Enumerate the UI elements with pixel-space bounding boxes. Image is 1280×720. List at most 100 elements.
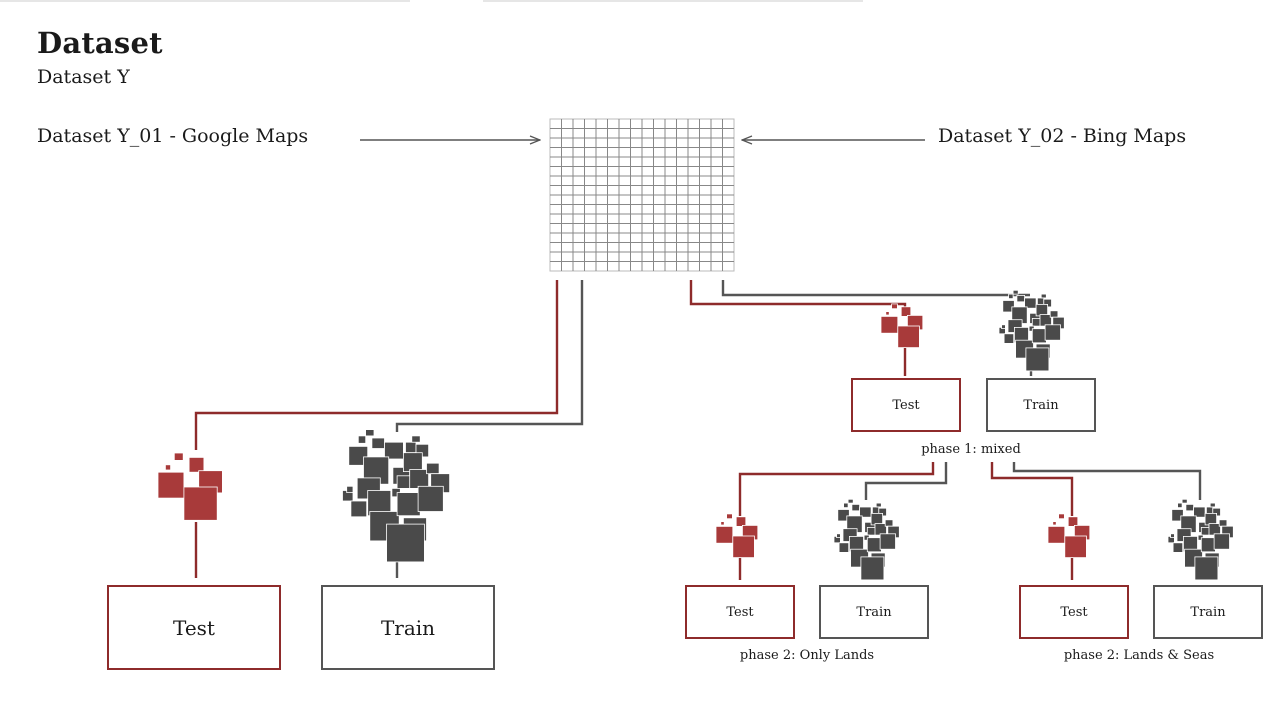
train-icon-square — [1024, 297, 1037, 309]
page-title: Dataset — [37, 26, 163, 60]
test-icon-square — [1064, 535, 1087, 559]
train-icon-square — [859, 506, 872, 518]
train-icon-square — [1025, 347, 1050, 372]
train-icon-square — [1213, 533, 1230, 550]
test-samples-icon — [715, 513, 759, 559]
test-icon-square — [1047, 526, 1066, 544]
left-test-box[interactable]: Test — [107, 585, 281, 670]
test-icon-square — [885, 311, 890, 316]
lands-caption: phase 2: Only Lands — [739, 648, 875, 663]
lands-train-box[interactable]: Train — [819, 585, 929, 639]
test-icon-square — [897, 325, 920, 349]
lands-test-label: Test — [726, 604, 754, 620]
connector-lands-test — [738, 462, 935, 516]
train-icon-square — [1177, 502, 1183, 509]
train-icon-square — [1040, 293, 1047, 299]
train-icon-square — [1031, 328, 1047, 344]
seas-train-box[interactable]: Train — [1153, 585, 1263, 639]
train-icon-square — [417, 485, 444, 512]
test-icon-square — [188, 456, 205, 473]
train-icon-square — [870, 513, 883, 526]
train-icon-square — [1008, 293, 1014, 300]
train-icon-square — [348, 445, 369, 466]
test-samples-icon — [1047, 513, 1091, 559]
train-icon-square — [357, 435, 367, 444]
train-icon-square — [1001, 324, 1006, 329]
connector-seas-test — [990, 462, 1074, 516]
test-icon-square — [900, 306, 912, 317]
train-icon-square — [396, 492, 421, 517]
train-icon-square — [860, 556, 885, 581]
phase1-train-box[interactable]: Train — [986, 378, 1096, 432]
train-icon-square — [411, 435, 421, 443]
train-icon-square — [874, 523, 887, 536]
test-samples-icon — [157, 452, 223, 521]
connector-lands-train — [864, 462, 948, 500]
train-icon-square — [866, 537, 882, 553]
train-icon-square — [1181, 498, 1188, 504]
train-icon-square — [1200, 537, 1216, 553]
train-icon-square — [405, 441, 417, 454]
test-icon-square — [880, 315, 899, 334]
train-icon-square — [1208, 523, 1221, 536]
phase1-caption: phase 1: mixed — [921, 442, 1021, 457]
train-icon-square — [836, 533, 841, 538]
train-icon-square — [1012, 289, 1019, 295]
train-icon-square — [1035, 303, 1048, 317]
train-icon-square — [1204, 513, 1217, 526]
seas-train-label: Train — [1190, 604, 1226, 620]
train-icon-square — [843, 502, 849, 509]
train-icon-square — [384, 441, 404, 460]
train-icon-square — [1002, 300, 1015, 313]
test-icon-square — [173, 452, 184, 461]
top-edge-strip — [0, 0, 1280, 3]
test-icon-square — [1058, 513, 1065, 520]
train-icon-square — [346, 485, 354, 493]
phase1-test-box[interactable]: Test — [851, 378, 961, 432]
train-icon-square — [1016, 294, 1026, 303]
train-samples-icon — [342, 429, 451, 563]
left-train-box[interactable]: Train — [321, 585, 495, 670]
train-icon-square — [426, 462, 440, 475]
train-icon-square — [875, 502, 882, 508]
phase1-test-label: Test — [892, 397, 920, 413]
train-icon-square — [1049, 310, 1059, 318]
test-icon-square — [1052, 521, 1057, 526]
lands-test-box[interactable]: Test — [685, 585, 795, 639]
left-train-label: Train — [380, 615, 436, 640]
train-icon-square — [350, 500, 368, 518]
test-icon-square — [726, 513, 733, 520]
train-icon-square — [847, 498, 854, 504]
train-icon-square — [1003, 333, 1015, 344]
page-subtitle: Dataset Y — [37, 66, 130, 88]
connector-left-train — [395, 280, 584, 432]
train-icon-square — [402, 452, 423, 473]
test-icon-square — [164, 464, 171, 471]
train-icon-square — [838, 542, 850, 553]
train-icon-square — [884, 519, 894, 527]
train-icon-square — [386, 523, 425, 563]
train-icon-square — [872, 506, 880, 514]
seas-test-box[interactable]: Test — [1019, 585, 1129, 639]
train-samples-icon — [833, 498, 900, 581]
train-icon-square — [1194, 556, 1219, 581]
train-icon-square — [1039, 314, 1052, 327]
train-samples-icon — [1167, 498, 1234, 581]
train-samples-icon — [998, 289, 1065, 372]
train-icon-square — [371, 437, 385, 449]
left-test-label: Test — [173, 615, 215, 640]
train-icon-square — [409, 469, 430, 489]
train-icon-square — [1218, 519, 1228, 527]
train-icon-square — [365, 429, 375, 437]
seas-test-label: Test — [1060, 604, 1088, 620]
connector-phase1-train — [721, 280, 1030, 297]
train-icon-square — [1172, 542, 1184, 553]
seas-caption: phase 2: Lands & Seas — [1063, 648, 1215, 663]
train-icon-square — [837, 509, 850, 522]
source-label-bing: Dataset Y_02 - Bing Maps — [938, 125, 1187, 147]
test-icon-square — [183, 486, 218, 521]
train-icon-square — [1170, 533, 1175, 538]
test-icon-square — [891, 303, 898, 310]
train-icon-square — [1193, 506, 1206, 518]
